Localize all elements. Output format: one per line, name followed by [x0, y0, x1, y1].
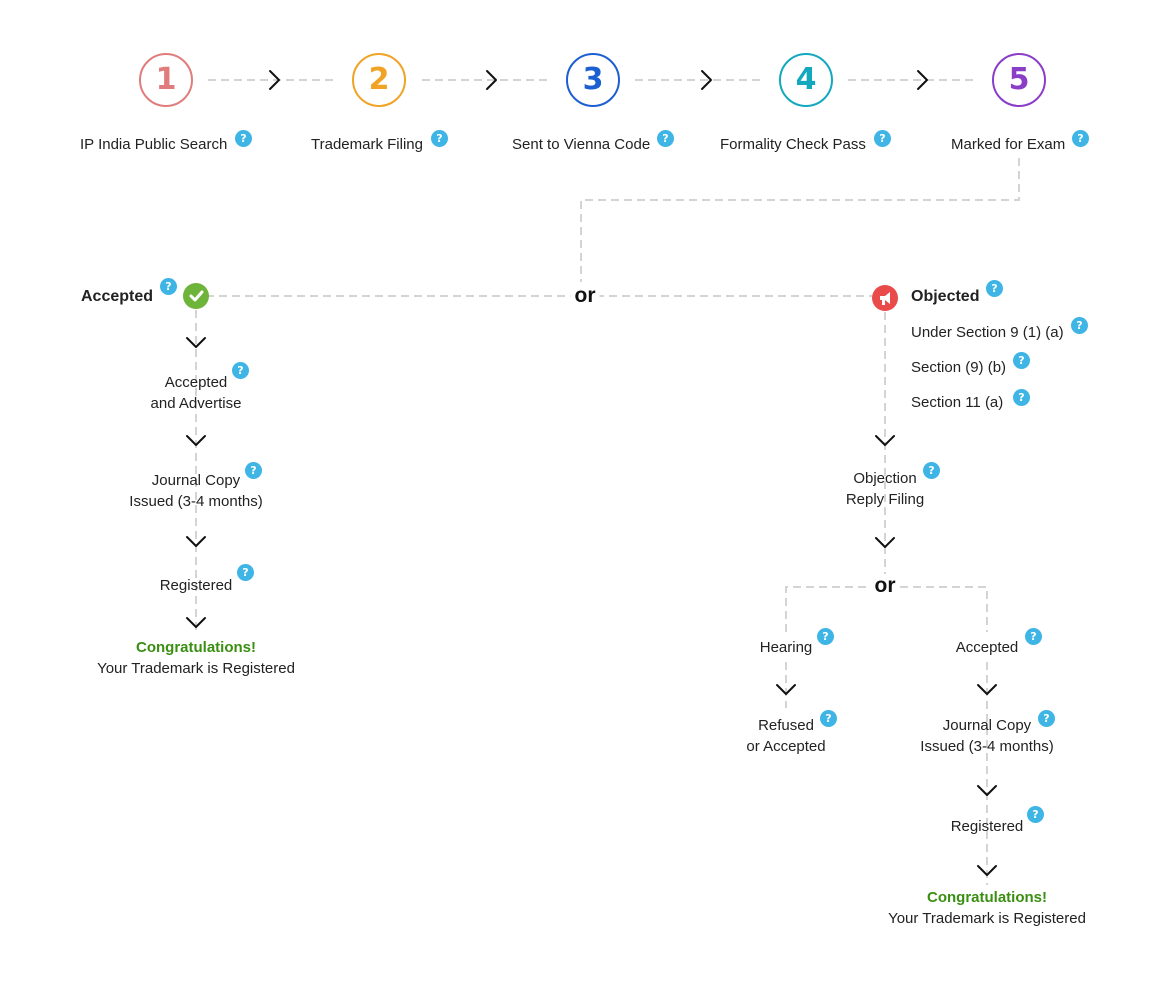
hearing-label: Hearing	[759, 639, 813, 656]
help-icon[interactable]: ?	[431, 130, 448, 147]
connector-exam-branch	[580, 158, 1020, 282]
help-icon[interactable]: ?	[1013, 352, 1030, 369]
step-4-label: Formality Check Pass	[720, 136, 866, 153]
hearing-result-line1: Refused	[758, 717, 814, 734]
step-1-label: IP India Public Search	[80, 136, 228, 153]
chevron-down-icon	[875, 435, 895, 446]
step-2-circle: 2	[352, 53, 406, 107]
chevron-down-icon	[186, 337, 206, 348]
objected-title: Objected	[911, 288, 980, 305]
step-3-number: 3	[582, 62, 604, 97]
chevron-down-icon	[977, 785, 997, 796]
accepted-title: Accepted	[81, 288, 154, 305]
help-icon[interactable]: ?	[874, 130, 891, 147]
journal-copy-line1: Journal Copy	[151, 472, 241, 489]
chevron-down-icon	[776, 684, 796, 695]
help-icon[interactable]: ?	[237, 564, 254, 581]
congrats-title: Congratulations!	[136, 639, 256, 656]
registered-label: Registered	[159, 577, 233, 594]
objection-congrats-subtitle: Your Trademark is Registered	[888, 910, 1086, 927]
step-5-circle: 5	[992, 53, 1046, 107]
chevron-down-icon	[875, 537, 895, 548]
objection-reply-line1: Objection	[853, 470, 917, 487]
chevron-right-icon	[486, 70, 497, 90]
help-icon[interactable]: ?	[923, 462, 940, 479]
check-icon	[183, 283, 209, 309]
help-icon[interactable]: ?	[657, 130, 674, 147]
connector-split-right	[900, 586, 988, 632]
help-icon[interactable]: ?	[820, 710, 837, 727]
step-4-circle: 4	[779, 53, 833, 107]
help-icon[interactable]: ?	[1013, 389, 1030, 406]
step-3-label: Sent to Vienna Code	[512, 136, 651, 153]
step-5-number: 5	[1008, 62, 1030, 97]
megaphone-icon	[872, 285, 898, 311]
help-icon[interactable]: ?	[986, 280, 1003, 297]
help-icon[interactable]: ?	[1038, 710, 1055, 727]
chevron-down-icon	[186, 435, 206, 446]
chevron-down-icon	[186, 536, 206, 547]
objection-reply-line2: Reply Filing	[845, 491, 925, 508]
help-icon[interactable]: ?	[232, 362, 249, 379]
or-divider-2: or	[870, 574, 900, 598]
step-2-number: 2	[368, 62, 390, 97]
help-icon[interactable]: ?	[1072, 130, 1089, 147]
step-3-circle: 3	[566, 53, 620, 107]
journal-copy-line2: Issued (3-4 months)	[129, 493, 263, 510]
chevron-right-icon	[701, 70, 712, 90]
objection-accepted-label: Accepted	[955, 639, 1019, 656]
chevron-right-icon	[917, 70, 928, 90]
connector-split-left	[785, 586, 872, 632]
help-icon[interactable]: ?	[1071, 317, 1088, 334]
step-1-circle: 1	[139, 53, 193, 107]
help-icon[interactable]: ?	[245, 462, 262, 479]
chevron-down-icon	[186, 617, 206, 628]
or-divider: or	[570, 284, 600, 308]
objection-journal-line1: Journal Copy	[942, 717, 1032, 734]
objection-section-3: Section 11 (a)	[911, 394, 1004, 411]
help-icon[interactable]: ?	[160, 278, 177, 295]
help-icon[interactable]: ?	[817, 628, 834, 645]
help-icon[interactable]: ?	[1025, 628, 1042, 645]
step-2-label: Trademark Filing	[311, 136, 423, 153]
congrats-subtitle: Your Trademark is Registered	[97, 660, 295, 677]
help-icon[interactable]: ?	[235, 130, 252, 147]
objection-journal-line2: Issued (3-4 months)	[920, 738, 1054, 755]
help-icon[interactable]: ?	[1027, 806, 1044, 823]
accepted-advertise-line2: and Advertise	[150, 395, 242, 412]
objection-congrats-title: Congratulations!	[927, 889, 1047, 906]
chevron-down-icon	[977, 684, 997, 695]
chevron-down-icon	[977, 865, 997, 876]
objection-registered-label: Registered	[950, 818, 1024, 835]
step-4-number: 4	[795, 62, 817, 97]
accepted-advertise-line1: Accepted	[164, 374, 228, 391]
step-1-number: 1	[155, 62, 177, 97]
hearing-result-line2: or Accepted	[746, 738, 826, 755]
objection-section-1: Under Section 9 (1) (a)	[911, 324, 1064, 341]
objection-section-2: Section (9) (b)	[911, 359, 1007, 376]
chevron-right-icon	[269, 70, 280, 90]
step-5-label: Marked for Exam	[951, 136, 1066, 153]
